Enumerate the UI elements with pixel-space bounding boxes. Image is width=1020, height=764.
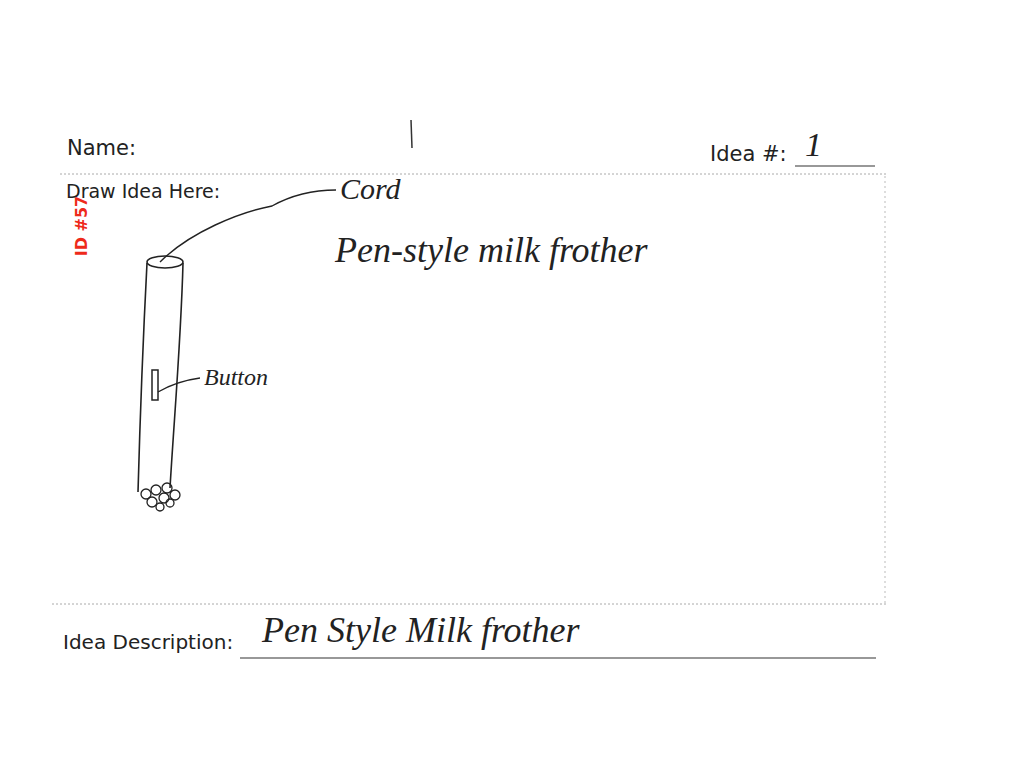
button-symbol — [152, 370, 158, 400]
part-label: Cord — [340, 174, 401, 204]
form-label: Name: — [67, 138, 136, 159]
button-leader — [158, 378, 200, 392]
part-label: Button — [204, 365, 268, 389]
description-rule — [240, 657, 876, 658]
froth-bubbles — [141, 483, 180, 511]
form-label: Idea #: — [710, 144, 787, 165]
draw-area-bottom — [52, 604, 886, 605]
sketch-title: Pen-style milk frother — [335, 232, 648, 268]
draw-area-right — [885, 176, 886, 604]
name-mark — [411, 120, 412, 148]
id-stamp: ID #57 — [74, 196, 90, 256]
idea-number: 1 — [805, 128, 822, 162]
draw-area-top — [60, 174, 886, 175]
idea-description: Pen Style Milk frother — [262, 612, 580, 648]
idea-number-rule — [795, 165, 875, 166]
frother-body-left — [138, 263, 147, 492]
form-label: Idea Description: — [63, 632, 233, 652]
frother-body-right — [170, 263, 183, 488]
